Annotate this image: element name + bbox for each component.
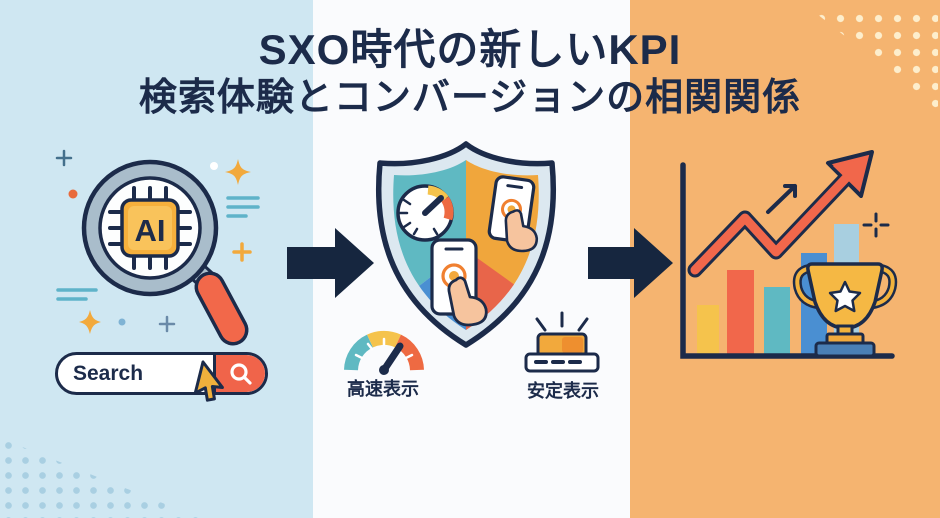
star-sparkle-icon <box>79 310 101 334</box>
button-press-rays <box>535 311 589 332</box>
small-growth-arrow-icon <box>766 184 797 214</box>
tap-hand-icon <box>504 209 539 253</box>
chart-bar <box>697 305 719 355</box>
phone-tap-icon <box>430 238 488 327</box>
chart-bar <box>727 270 754 355</box>
dot-decoration <box>68 189 78 199</box>
plus-sparkle-icon <box>232 242 252 262</box>
dot-decoration <box>118 318 126 326</box>
title-line-1: SXO時代の新しいKPI <box>258 26 682 73</box>
plus-sparkle-icon <box>55 149 73 167</box>
growth-arrow-icon <box>687 150 874 278</box>
page-title: SXO時代の新しいKPI 検索体験とコンバージョンの相関関係 <box>0 24 940 122</box>
shield-icon <box>375 141 557 348</box>
chip-label: AI <box>135 213 166 248</box>
arrow-right-icon <box>287 228 374 298</box>
shield-gauge-icon <box>396 184 454 242</box>
tap-hand-icon <box>447 276 488 327</box>
phone-tap-icon <box>487 175 539 253</box>
speed-gauge-icon <box>344 330 424 375</box>
ai-chip-icon: AI <box>108 186 192 270</box>
shield-section-amber <box>466 160 539 307</box>
text-lines-decoration <box>56 288 98 301</box>
mouse-cursor-icon <box>193 360 224 402</box>
plus-sparkle-icon <box>862 212 890 238</box>
ai-magnifier-icon: AI <box>81 159 219 297</box>
dot-decoration <box>210 162 218 170</box>
trophy-icon <box>792 262 898 358</box>
search-input-text: Search <box>73 361 144 385</box>
stable-button-icon <box>524 311 600 373</box>
text-lines-decoration <box>226 196 260 218</box>
stable-label: 安定表示 <box>527 381 599 401</box>
chart-bar <box>764 287 790 355</box>
search-icon <box>229 362 252 385</box>
speed-label: 高速表示 <box>347 379 419 399</box>
plus-sparkle-icon <box>158 315 176 333</box>
title-line-2: 検索体験とコンバージョンの相関関係 <box>138 77 802 120</box>
star-sparkle-icon <box>225 159 251 185</box>
arrow-right-icon <box>588 228 673 298</box>
